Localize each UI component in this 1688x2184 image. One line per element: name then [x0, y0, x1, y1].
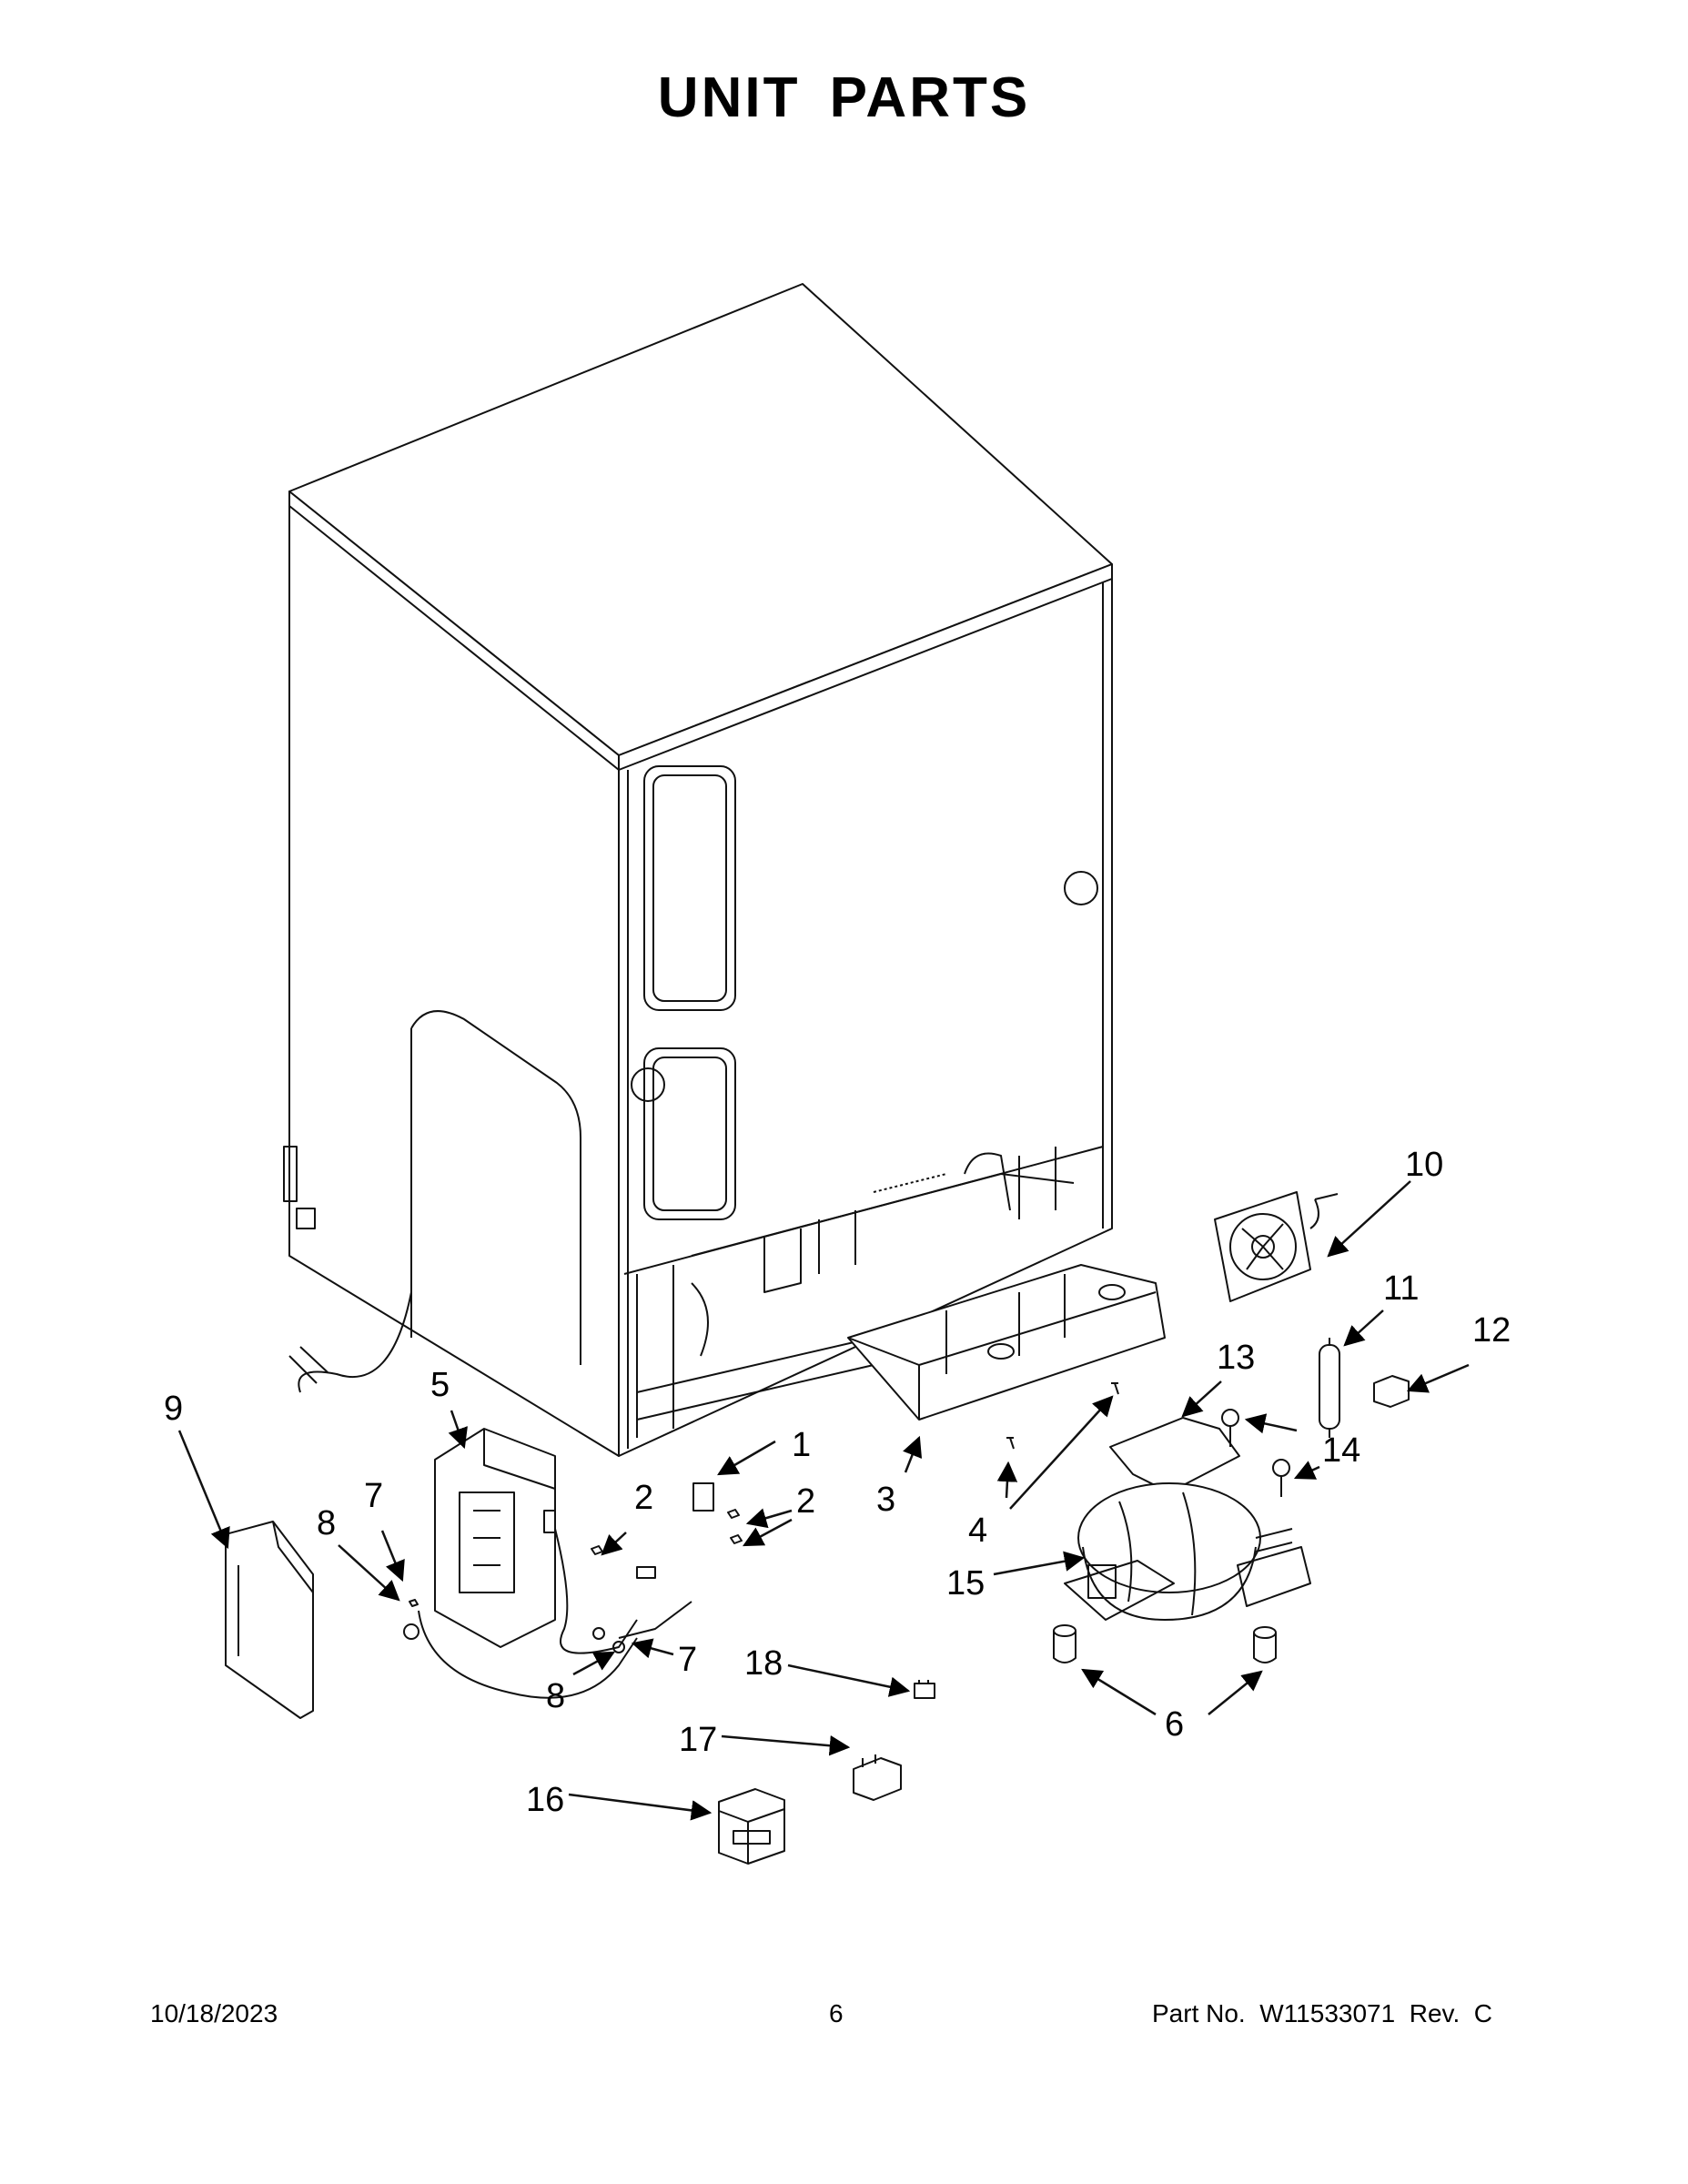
compressor-insulation: [1109, 1417, 1240, 1493]
callout-17: 17: [679, 1721, 717, 1759]
drier-clip: [1373, 1375, 1410, 1408]
footer-date: 10/18/2023: [150, 1999, 278, 2027]
callout-9: 9: [164, 1390, 183, 1428]
callout-18: 18: [744, 1644, 783, 1683]
control-cover: [225, 1521, 314, 1719]
callout-6: 6: [1165, 1705, 1184, 1744]
callout-13: 13: [1217, 1339, 1255, 1377]
footer-page-number: 6: [829, 1999, 844, 2027]
callout-14: 14: [1322, 1431, 1360, 1470]
callout-2: 2: [796, 1482, 815, 1521]
condenser-fan: [1214, 1191, 1339, 1302]
compressor: [1064, 1482, 1311, 1621]
callout-11: 11: [1383, 1269, 1419, 1308]
refrigerator-cabinet: [283, 283, 1113, 1457]
callout-15: 15: [946, 1564, 985, 1603]
callout-12: 12: [1472, 1311, 1511, 1350]
callout-10: 10: [1405, 1146, 1443, 1184]
callout-leader-lines: [177, 1180, 1470, 1821]
footer-part-number: Part No. W11533071 Rev. C: [1152, 1999, 1493, 2027]
callout-8: 8: [317, 1504, 336, 1542]
wire-harness: [403, 1566, 692, 1699]
drain-pan: [847, 1264, 1166, 1421]
callout-3: 3: [876, 1481, 895, 1519]
callout-1: 1: [792, 1426, 811, 1464]
page-title: UNIT PARTS: [657, 66, 1031, 129]
callout-2-b: 2: [634, 1479, 653, 1517]
compressor-grommets: [1053, 1624, 1277, 1663]
callout-16: 16: [526, 1781, 564, 1819]
overload-protector: [853, 1754, 902, 1801]
callout-labels: 1 2 2 3 4 5 6 7 7 8 8 9 10 11 12 13 14 1…: [164, 1146, 1511, 1819]
callout-7: 7: [364, 1477, 383, 1515]
relay-small: [914, 1680, 935, 1699]
drier: [1319, 1338, 1340, 1438]
relay-cover: [718, 1788, 785, 1865]
mounting-screws: [1221, 1409, 1290, 1497]
control-housing: [434, 1428, 638, 1654]
callout-7-b: 7: [678, 1641, 697, 1679]
callout-5: 5: [430, 1366, 450, 1404]
callout-4: 4: [968, 1512, 987, 1550]
callout-8-b: 8: [546, 1677, 565, 1715]
